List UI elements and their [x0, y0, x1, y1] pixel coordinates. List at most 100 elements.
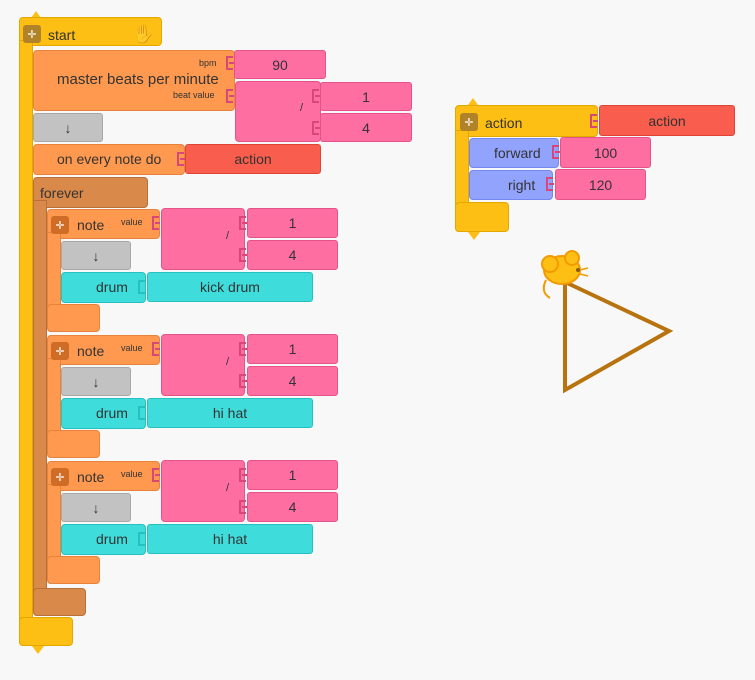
- value-arg-label: value: [121, 217, 143, 227]
- down-arrow-icon: ↓: [92, 499, 100, 516]
- connector-icon: [138, 532, 145, 546]
- drum-label: drum: [96, 531, 128, 547]
- connector-icon: [546, 177, 554, 191]
- drum-label: drum: [96, 279, 128, 295]
- arrow-block[interactable]: ↓: [61, 367, 131, 396]
- divide-symbol: /: [226, 482, 230, 494]
- numerator-value[interactable]: 1: [362, 88, 370, 105]
- turtle-mouse-icon[interactable]: [541, 250, 589, 299]
- forward-label: forward: [494, 145, 541, 161]
- value-arg-label: value: [121, 343, 143, 353]
- drum-name-value[interactable]: hi hat: [212, 531, 248, 547]
- connector-icon: [312, 121, 320, 135]
- note-label: note: [77, 217, 105, 233]
- master-bpm-label: master beats per minute: [57, 71, 219, 88]
- start-block-footer: [19, 617, 73, 646]
- bpm-number-block[interactable]: 90: [234, 50, 326, 79]
- arrow-block[interactable]: ↓: [61, 241, 131, 270]
- right-block[interactable]: [469, 170, 553, 200]
- action-name-block[interactable]: action: [185, 144, 321, 174]
- collapse-icon[interactable]: ✛: [51, 342, 69, 360]
- forward-value[interactable]: 100: [593, 144, 618, 161]
- denominator-block[interactable]: 4: [247, 366, 338, 396]
- collapse-icon[interactable]: ✛: [23, 25, 41, 43]
- denominator-value[interactable]: 4: [288, 247, 297, 263]
- start-notch-top: [31, 11, 41, 18]
- forever-footer: [33, 588, 86, 616]
- numerator-block[interactable]: 1: [320, 82, 412, 111]
- drum-name-block[interactable]: hi hat: [147, 524, 313, 554]
- value-arg-label: value: [121, 469, 143, 479]
- action-notch-bottom: [468, 232, 480, 240]
- forward-block[interactable]: [469, 138, 559, 168]
- connector-icon: [590, 114, 598, 128]
- drum-name-value[interactable]: kick drum: [200, 279, 260, 295]
- numerator-block[interactable]: 1: [247, 460, 338, 490]
- numerator-value[interactable]: 1: [288, 215, 297, 231]
- connector-icon: [138, 406, 145, 420]
- action-name-value[interactable]: action: [234, 151, 272, 167]
- numerator-value[interactable]: 1: [288, 467, 297, 483]
- collapse-icon[interactable]: ✛: [51, 468, 69, 486]
- drum-name-block[interactable]: kick drum: [147, 272, 313, 302]
- connector-icon: [177, 152, 185, 166]
- forever-header[interactable]: [33, 177, 148, 208]
- numerator-block[interactable]: 1: [247, 334, 338, 364]
- collapse-icon[interactable]: ✛: [460, 113, 478, 131]
- divide-symbol: /: [226, 230, 230, 242]
- connector-icon: [239, 248, 247, 262]
- connector-icon: [239, 500, 247, 514]
- denominator-block[interactable]: 4: [320, 113, 412, 142]
- numerator-block[interactable]: 1: [247, 208, 338, 238]
- denominator-value[interactable]: 4: [288, 499, 297, 515]
- connector-icon: [226, 56, 234, 70]
- collapse-icon[interactable]: ✛: [51, 216, 69, 234]
- drum-label: drum: [96, 405, 128, 421]
- note-label: note: [77, 469, 105, 485]
- note-footer: [47, 556, 100, 584]
- start-block-arm: [19, 40, 33, 646]
- divide-block[interactable]: [161, 208, 245, 270]
- on-every-note-body[interactable]: [33, 144, 185, 175]
- connector-icon: [312, 89, 320, 103]
- action-footer: [455, 202, 509, 232]
- drum-name-value[interactable]: hi hat: [212, 405, 248, 421]
- numerator-value[interactable]: 1: [288, 341, 297, 357]
- arrow-block[interactable]: ↓: [33, 113, 103, 142]
- divide-block[interactable]: [161, 460, 245, 522]
- drum-name-block[interactable]: hi hat: [147, 398, 313, 428]
- down-arrow-icon: ↓: [92, 247, 100, 264]
- denominator-value[interactable]: 4: [362, 119, 370, 136]
- action-name-value[interactable]: action: [648, 112, 686, 129]
- note-label: note: [77, 343, 105, 359]
- divide-block[interactable]: [235, 81, 321, 142]
- denominator-block[interactable]: 4: [247, 492, 338, 522]
- connector-icon: [152, 468, 160, 482]
- turtle-path: [563, 278, 674, 394]
- drum-block[interactable]: [61, 398, 146, 429]
- right-value[interactable]: 120: [588, 176, 613, 193]
- note-footer: [47, 304, 100, 332]
- drum-block[interactable]: [61, 272, 146, 303]
- forward-number-block[interactable]: 100: [560, 137, 651, 168]
- divide-block[interactable]: [161, 334, 245, 396]
- start-block-header[interactable]: [19, 17, 162, 46]
- bpm-value[interactable]: 90: [272, 56, 288, 73]
- denominator-value[interactable]: 4: [288, 373, 297, 389]
- action-notch-top: [468, 98, 478, 105]
- start-notch-bottom: [32, 646, 44, 654]
- start-label: start: [48, 27, 76, 43]
- arrow-block[interactable]: ↓: [61, 493, 131, 522]
- right-number-block[interactable]: 120: [555, 169, 646, 200]
- on-every-note-label: on every note do: [57, 151, 162, 167]
- master-bpm-body[interactable]: [33, 50, 235, 111]
- connector-icon: [138, 280, 145, 294]
- right-label: right: [508, 177, 536, 193]
- denominator-block[interactable]: 4: [247, 240, 338, 270]
- hand-icon[interactable]: ✋: [132, 24, 155, 44]
- connector-icon: [152, 342, 160, 356]
- bpm-arg-label: bpm: [199, 58, 217, 68]
- connector-icon: [239, 342, 247, 356]
- action-name-block[interactable]: action: [599, 105, 735, 136]
- drum-block[interactable]: [61, 524, 146, 555]
